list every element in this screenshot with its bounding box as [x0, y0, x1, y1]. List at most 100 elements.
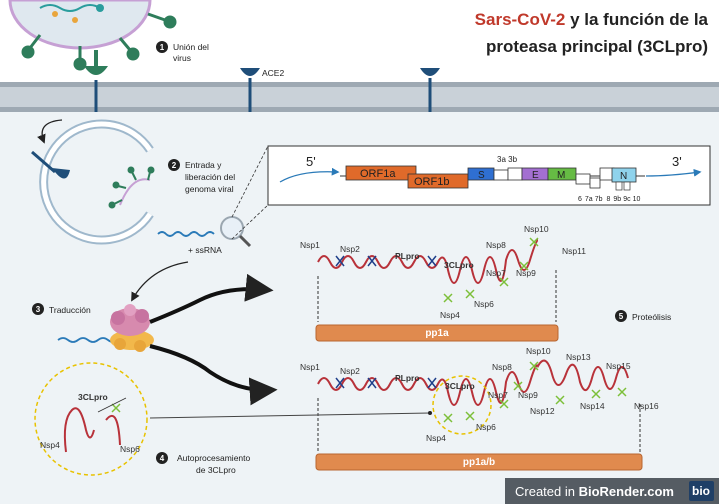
- svg-text:Autoprocesamiento: Autoprocesamiento: [177, 453, 251, 463]
- pp1a-label: pp1a: [425, 328, 449, 339]
- pp1a-arrow: [149, 273, 274, 324]
- scissors-icon: [529, 237, 539, 247]
- nsp-label: Nsp1: [300, 240, 320, 250]
- gene-orf1b-label: ORF1b: [414, 176, 449, 188]
- nsp-label: Nsp13: [566, 352, 591, 362]
- nsp-label: Nsp10: [526, 346, 551, 356]
- biorender-credit[interactable]: Created in BioRender.com bio: [505, 478, 719, 504]
- scissors-icon: [111, 403, 121, 413]
- nsp-label: Nsp11: [562, 246, 586, 256]
- svg-text:4: 4: [160, 454, 165, 463]
- scissors-icon: [499, 277, 509, 287]
- svg-text:2: 2: [172, 161, 177, 170]
- nsp-label: Nsp2: [340, 244, 360, 254]
- scissors-icon: [519, 261, 529, 271]
- step-1: 1 Unión del virus: [156, 41, 209, 63]
- autoprocessing-connector: [149, 412, 431, 419]
- step-2: 2 Entrada y liberación del genoma viral: [168, 159, 235, 194]
- scissors-icon: [617, 387, 627, 397]
- pp1a-strand: [317, 239, 539, 284]
- pp1ab-arrow: [149, 344, 278, 406]
- cl3pro-label: 3CLpro: [444, 260, 474, 270]
- nsp-label: Nsp8: [486, 240, 506, 250]
- ace2-receptor: [420, 68, 440, 112]
- step-3: 3 Traducción: [32, 303, 91, 315]
- scissors-icon: [529, 361, 539, 371]
- plpro-label: PLpro: [395, 373, 420, 383]
- gene-orf1b: [407, 173, 469, 189]
- zoom-line: [231, 145, 269, 218]
- svg-text:genoma viral: genoma viral: [185, 184, 234, 194]
- nsp-label: Nsp1: [300, 362, 320, 372]
- gene-orf1a-label: ORF1a: [360, 168, 396, 180]
- scissors-icon: [499, 399, 509, 409]
- 3clpro-highlight: [432, 375, 492, 435]
- ace2-receptor: [240, 68, 260, 112]
- nsp-label: Nsp15: [606, 361, 631, 371]
- nsp-label: Nsp6: [120, 444, 140, 454]
- endosome: [31, 119, 155, 245]
- page-title-line1: Sars-CoV-2 y la función de la: [475, 10, 709, 29]
- cl3pro-label: 3CLpro: [445, 381, 475, 391]
- scissors-icon: [367, 377, 377, 389]
- nsp-label: Nsp16: [634, 401, 659, 411]
- title-rest: y la función de la: [565, 10, 708, 29]
- genome-3a3b-label: 3a 3b: [497, 155, 518, 164]
- ribosome: [57, 304, 154, 352]
- nsp-label: Nsp4: [426, 433, 446, 443]
- scissors-icon: [513, 381, 523, 391]
- nsp-label: Nsp8: [492, 362, 512, 372]
- page-title-line2: proteasa principal (3CLpro): [486, 37, 708, 56]
- plpro-label: PLpro: [395, 251, 420, 261]
- nsp-label: Nsp12: [530, 406, 555, 416]
- bio-badge-text: bio: [692, 484, 710, 498]
- scissors-icon: [335, 255, 345, 267]
- scissors-icon: [427, 377, 437, 389]
- nsp-label: Nsp9: [518, 390, 538, 400]
- scissors-icon: [443, 413, 453, 423]
- ace2-label: ACE2: [262, 68, 284, 78]
- zoom-line: [231, 204, 269, 240]
- credit-prefix: Created in BioRender.com: [515, 484, 674, 499]
- step-5: 5 Proteólisis: [615, 310, 671, 322]
- svg-text:Proteólisis: Proteólisis: [632, 312, 671, 322]
- bio-badge: [689, 481, 714, 501]
- five-prime-label: 5': [306, 154, 316, 169]
- pp1ab-label: pp1a/b: [463, 457, 495, 468]
- svg-text:liberación del: liberación del: [185, 172, 235, 182]
- nsp-label: Nsp4: [40, 440, 60, 450]
- nsp-label: Nsp2: [340, 366, 360, 376]
- svg-text:3: 3: [36, 305, 41, 314]
- step-4: 4 Autoprocesamiento de 3CLpro: [156, 452, 251, 475]
- nsp-label: Nsp7: [486, 268, 506, 278]
- step-1-badge: [156, 41, 168, 53]
- nsp-label: Nsp6: [474, 299, 494, 309]
- spike-receptor-complex: [84, 50, 108, 112]
- scissors-icon: [367, 255, 377, 267]
- ssrna-label: + ssRNA: [188, 245, 222, 255]
- svg-text:de 3CLpro: de 3CLpro: [196, 465, 236, 475]
- svg-text:Traducción: Traducción: [49, 305, 91, 315]
- nsp-label: Nsp4: [440, 310, 460, 320]
- scissors-icon: [427, 255, 437, 267]
- scissors-icon: [443, 293, 453, 303]
- virus-particle: [8, 0, 177, 71]
- gene-s-label: S: [478, 170, 485, 181]
- step-1-text-line1: Unión del: [173, 42, 209, 52]
- title-virus-name: Sars-CoV-2: [475, 10, 566, 29]
- step-1-text-line2: virus: [173, 53, 191, 63]
- autoprocessing-inset: [34, 362, 148, 476]
- nsp-label: Nsp6: [476, 422, 496, 432]
- pp1a-bar: [315, 324, 559, 342]
- connector-dot: [428, 411, 432, 415]
- scissors-icon: [555, 395, 565, 405]
- entry-arrow: [37, 119, 63, 144]
- nsp-label: Nsp14: [580, 401, 605, 411]
- scissors-icon: [465, 289, 475, 299]
- cl3pro-label: 3CLpro: [78, 392, 108, 402]
- pp1ab-bar: [315, 453, 643, 471]
- svg-text:Entrada y: Entrada y: [185, 160, 222, 170]
- gene-m-label: M: [557, 170, 565, 181]
